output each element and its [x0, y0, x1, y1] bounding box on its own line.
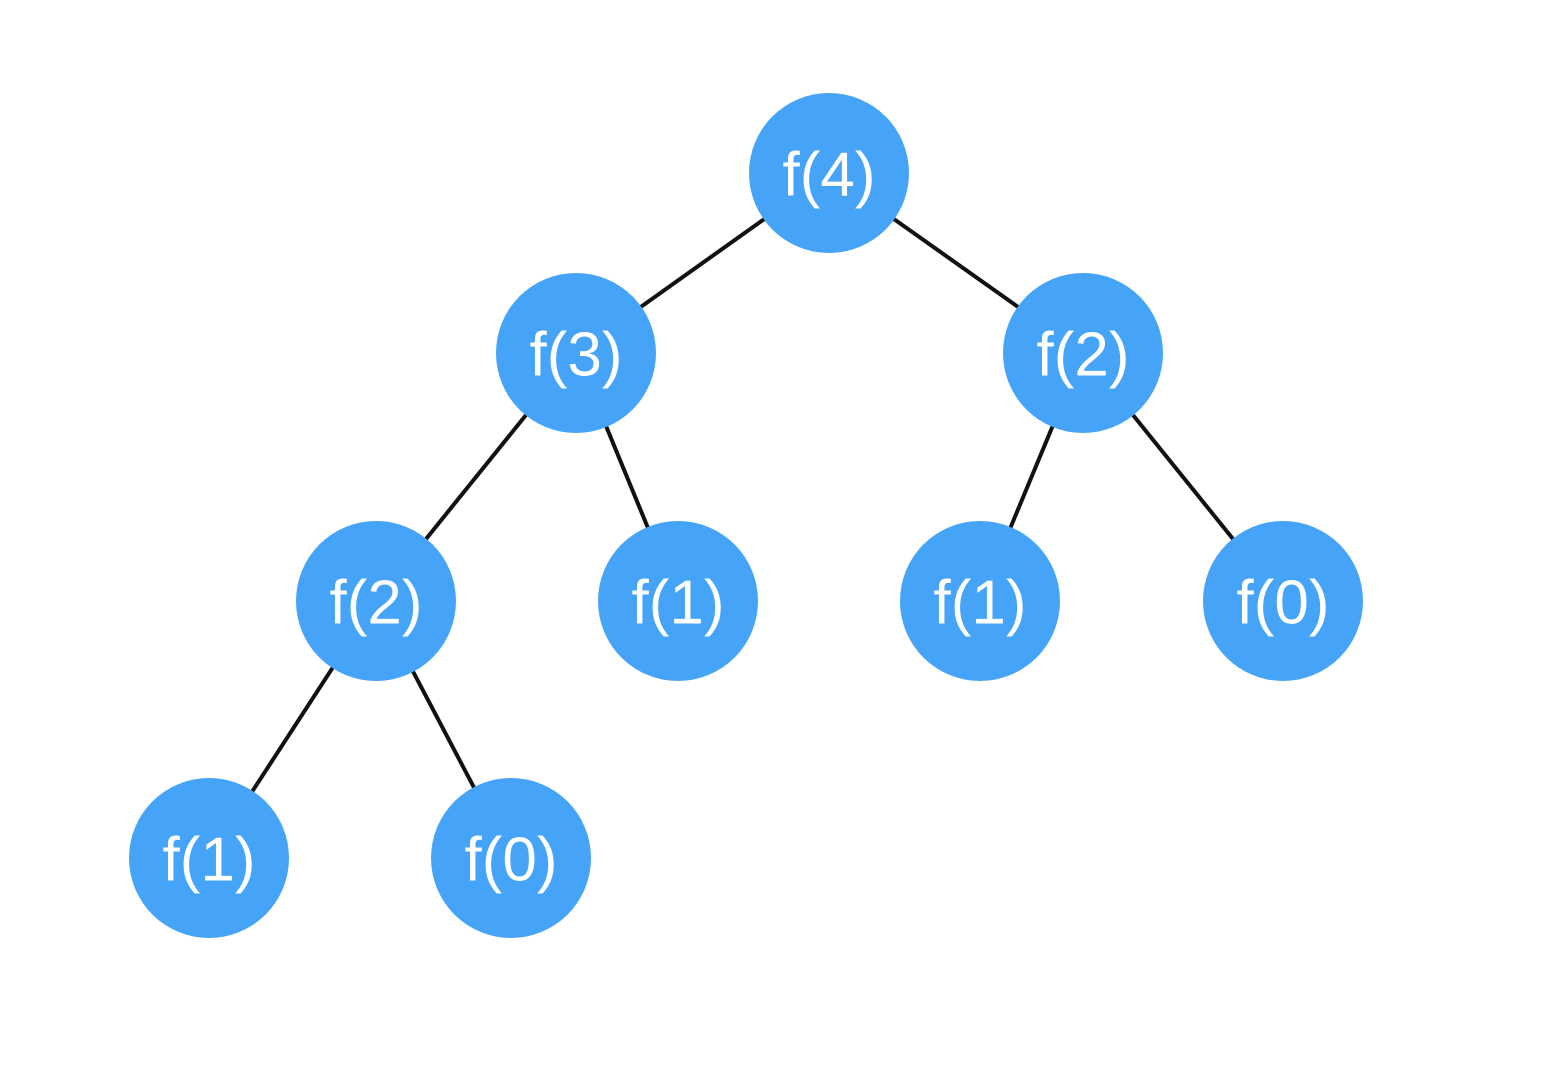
tree-node: f(1) [129, 778, 289, 938]
tree-node: f(1) [598, 521, 758, 681]
tree-node-label: f(1) [163, 826, 256, 895]
tree-node: f(0) [431, 778, 591, 938]
tree-node-circle [598, 521, 758, 681]
tree-node-label: f(2) [330, 569, 423, 638]
tree-node-label: f(1) [934, 569, 1027, 638]
tree-node-circle [749, 93, 909, 253]
tree-node-label: f(0) [1237, 569, 1330, 638]
tree-node: f(1) [900, 521, 1060, 681]
tree-node-circle [1203, 521, 1363, 681]
tree-node-label: f(1) [632, 569, 725, 638]
tree-node-label: f(0) [465, 826, 558, 895]
tree-node-circle [496, 273, 656, 433]
tree-node-circle [900, 521, 1060, 681]
tree-node-label: f(2) [1037, 321, 1130, 390]
tree-node-label: f(3) [530, 321, 623, 390]
tree-node: f(0) [1203, 521, 1363, 681]
tree-nodes: f(4) f(3) f(2) f(2) f(1) f(1) f(0) f(1) f(0) [129, 93, 1363, 938]
tree-node-circle [431, 778, 591, 938]
tree-node-circle [296, 521, 456, 681]
tree-node: f(2) [1003, 273, 1163, 433]
tree-edges [207, 171, 1285, 860]
tree-node: f(2) [296, 521, 456, 681]
tree-node-label: f(4) [783, 141, 876, 210]
tree-node-circle [1003, 273, 1163, 433]
tree-node-circle [129, 778, 289, 938]
tree-node: f(3) [496, 273, 656, 433]
tree-node: f(4) [749, 93, 909, 253]
